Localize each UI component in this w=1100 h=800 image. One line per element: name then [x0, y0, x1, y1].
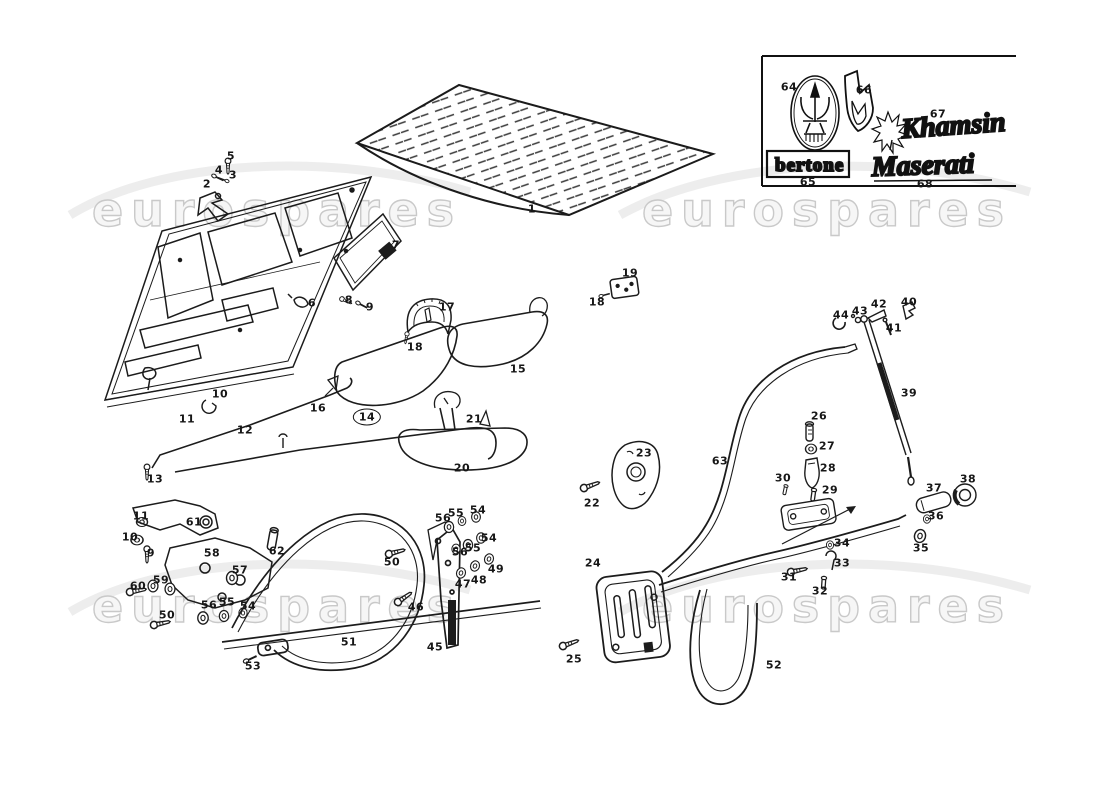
seal-51-group: [221, 511, 542, 672]
watermark-text: eurospares: [642, 183, 1008, 237]
bertone-arrow-emblem: [844, 69, 874, 133]
plate-7-group: [287, 212, 402, 311]
watermark-layer: eurospares eurospares eurospares eurospa…: [67, 161, 1032, 634]
watermark-text: eurospares: [92, 183, 458, 237]
hinge-and-fasteners: [197, 157, 232, 223]
bumper-stack-group: [780, 421, 837, 590]
hinge-cluster: [125, 499, 279, 665]
maserati-trident-badge: [790, 75, 840, 151]
khamsin-logo-text: Khamsin: [899, 107, 1006, 145]
boot-seals: [658, 343, 907, 706]
lock-cluster: [557, 440, 671, 664]
bertone-logo-text: bertone: [775, 155, 844, 176]
prop-rod-group: [143, 377, 497, 481]
bonnet-inner-panel: [103, 175, 373, 408]
bracket-17-group: [402, 275, 640, 345]
khamsin-leaf-emblem: [870, 110, 910, 155]
part-1-bonnet-skin: [354, 83, 717, 217]
strut-group: [832, 301, 977, 545]
emblem-box: bertone Khamsin Maserati: [761, 55, 1016, 187]
visor-mirror-group: [324, 297, 549, 471]
maserati-logo-text: Maserati: [870, 148, 975, 183]
bertone-box: [765, 149, 851, 179]
